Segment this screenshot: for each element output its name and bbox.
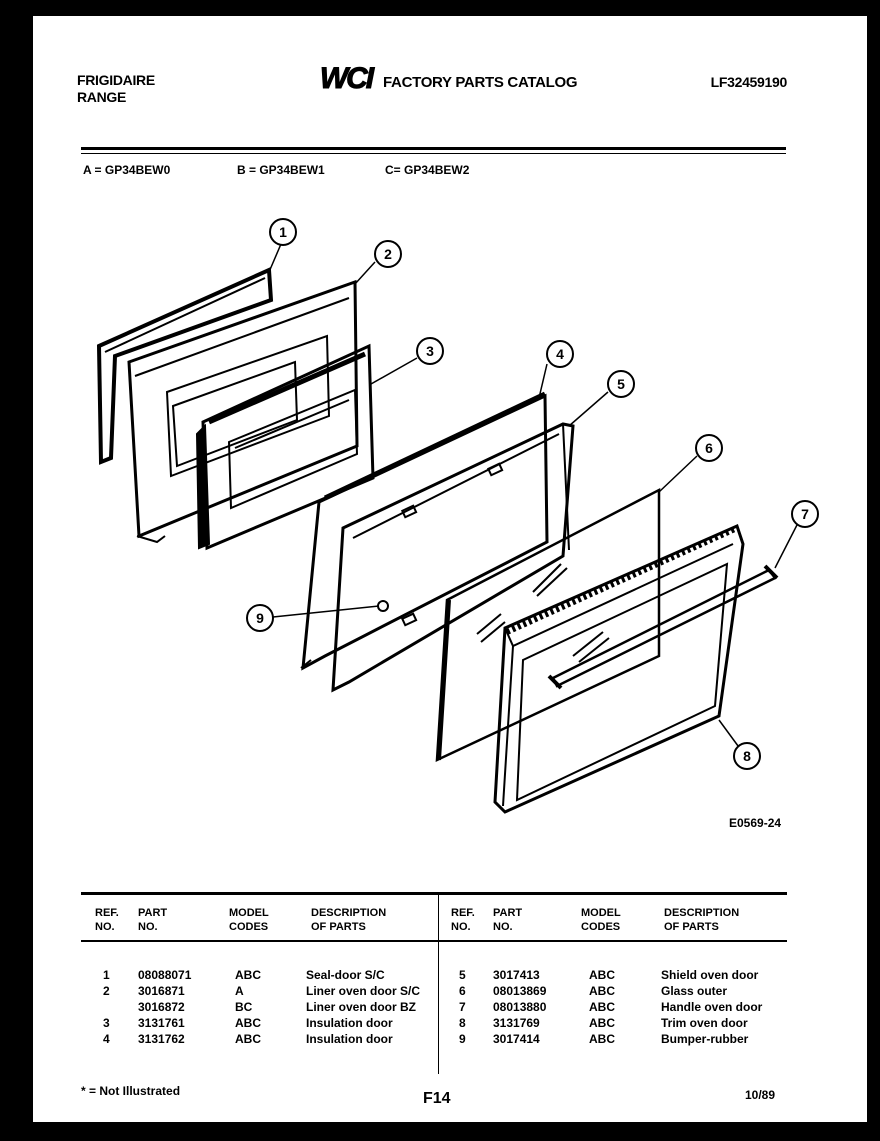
header-rule	[81, 147, 786, 150]
part-panel-oven-door	[331, 422, 575, 693]
table-cell-part: 3131769	[493, 1016, 540, 1030]
wci-logo: WCI	[319, 62, 377, 92]
callout-9: 9	[246, 604, 274, 632]
col-desc-right: DESCRIPTION OF PARTS	[664, 907, 740, 933]
callout-3: 3	[416, 337, 444, 365]
table-cell-ref: 7	[459, 1000, 466, 1014]
table-header-rule	[81, 940, 787, 942]
table-cell-ref: 1	[103, 968, 110, 982]
svg-text:3: 3	[426, 343, 434, 359]
table-cell-part: 08088071	[138, 968, 192, 982]
callout-8: 8	[733, 742, 761, 770]
catalog-date: 10/89	[745, 1088, 776, 1102]
svg-text:6: 6	[705, 440, 713, 456]
table-cell-codes: ABC	[235, 1016, 261, 1030]
model-code-b: B = GP34BEW1	[237, 163, 325, 177]
svg-text:5: 5	[617, 376, 625, 392]
callout-2: 2	[374, 240, 402, 268]
table-cell-ref: 2	[103, 984, 110, 998]
svg-text:8: 8	[743, 748, 751, 764]
catalog-page: FRIGIDAIRE RANGE WCI FACTORY PARTS CATAL…	[33, 16, 867, 1122]
part-trim-oven-door	[493, 523, 745, 814]
svg-text:WCI: WCI	[320, 62, 375, 92]
document-number: LF32459190	[710, 74, 788, 90]
callout-4: 4	[546, 340, 574, 368]
table-cell-part: 3017414	[493, 1032, 540, 1046]
col-part-right: PART NO.	[493, 907, 523, 933]
page-id: F14	[423, 1090, 451, 1107]
table-cell-ref: 3	[103, 1016, 110, 1030]
col-desc-left: DESCRIPTION OF PARTS	[311, 907, 387, 933]
brand-block: FRIGIDAIRE RANGE	[77, 72, 155, 106]
callout-5: 5	[607, 370, 635, 398]
table-cell-ref: 4	[103, 1032, 110, 1046]
table-cell-desc: Trim oven door	[661, 1016, 748, 1030]
part-handle-oven-door	[547, 564, 779, 690]
table-cell-part: 3016871	[138, 984, 185, 998]
col-model-right: MODEL CODES	[581, 907, 621, 933]
header-rule-thin	[81, 153, 786, 154]
table-cell-desc: Liner oven door BZ	[306, 1000, 417, 1014]
table-cell-part: 08013880	[493, 1000, 547, 1014]
table-cell-codes: ABC	[235, 968, 261, 982]
table-cell-desc: Seal-door S/C	[306, 968, 385, 982]
model-code-c: C= GP34BEW2	[385, 163, 470, 177]
table-cell-desc: Insulation door	[306, 1016, 393, 1030]
table-cell-desc: Insulation door	[306, 1032, 393, 1046]
svg-text:9: 9	[256, 610, 264, 626]
svg-text:7: 7	[801, 506, 809, 522]
table-cell-part: 3016872	[138, 1000, 185, 1014]
catalog-title: FACTORY PARTS CATALOG	[383, 74, 578, 91]
table-cell-desc: Liner oven door S/C	[306, 984, 421, 998]
brand-name: FRIGIDAIRE	[77, 72, 155, 88]
table-divider	[438, 894, 439, 1074]
table-cell-codes: A	[235, 984, 244, 998]
leader-lines	[268, 243, 799, 751]
not-illustrated-note: * = Not Illustrated	[81, 1084, 181, 1098]
table-cell-part: 08013869	[493, 984, 547, 998]
table-cell-codes: ABC	[235, 1032, 261, 1046]
part-glass-outer	[435, 487, 661, 763]
table-cell-part: 3017413	[493, 968, 540, 982]
col-ref-right: REF. NO.	[451, 907, 475, 933]
table-cell-ref: 9	[459, 1032, 466, 1046]
figure-id: E0569-24	[729, 816, 782, 830]
table-cell-ref: 8	[459, 1016, 466, 1030]
exploded-door-diagram: 1 2 3 4 5 6 7 8 9	[96, 218, 819, 814]
svg-text:4: 4	[556, 346, 564, 362]
model-code-a: A = GP34BEW0	[83, 163, 171, 177]
col-model-left: MODEL CODES	[229, 907, 269, 933]
table-cell-desc: Glass outer	[661, 984, 728, 998]
product-type: RANGE	[77, 89, 127, 105]
table-cell-ref: 5	[459, 968, 466, 982]
table-cell-codes: ABC	[589, 1000, 615, 1014]
table-cell-desc: Shield oven door	[661, 968, 759, 982]
table-cell-part: 3131762	[138, 1032, 185, 1046]
table-cell-codes: ABC	[589, 968, 615, 982]
table-top-rule	[81, 892, 787, 895]
part-seal-door	[96, 267, 274, 465]
col-part-left: PART NO.	[138, 907, 168, 933]
svg-text:1: 1	[279, 224, 287, 240]
table-cell-codes: BC	[235, 1000, 253, 1014]
callout-6: 6	[695, 434, 723, 462]
part-insulation-door	[195, 343, 375, 551]
col-ref-left: REF. NO.	[95, 907, 119, 933]
callout-7: 7	[791, 500, 819, 528]
svg-text:2: 2	[384, 246, 392, 262]
table-cell-codes: ABC	[589, 1016, 615, 1030]
part-shield-oven-door	[300, 391, 549, 671]
table-cell-codes: ABC	[589, 1032, 615, 1046]
table-cell-part: 3131761	[138, 1016, 185, 1030]
table-cell-ref: 6	[459, 984, 466, 998]
callout-1: 1	[269, 218, 297, 246]
table-cell-desc: Bumper-rubber	[661, 1032, 749, 1046]
table-cell-desc: Handle oven door	[661, 1000, 763, 1014]
table-cell-codes: ABC	[589, 984, 615, 998]
